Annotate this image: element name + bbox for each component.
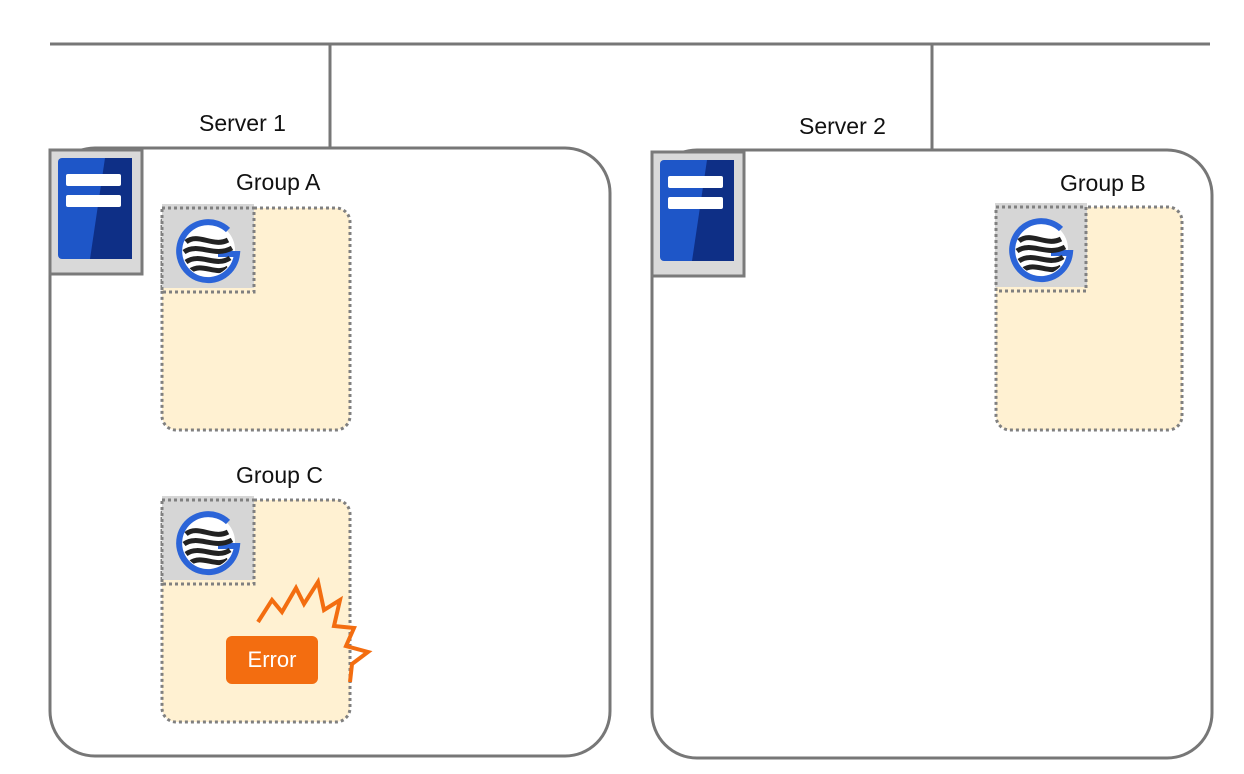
group-b-cluster-resource-icon [995, 203, 1087, 287]
group-a-label: Group A [236, 169, 321, 195]
server-2-label: Server 2 [799, 113, 886, 139]
server-1-label: Server 1 [199, 110, 286, 136]
group-b-label: Group B [1060, 170, 1146, 196]
network-lines [50, 42, 1210, 150]
group-c-label: Group C [236, 462, 323, 488]
error-burst-icon [256, 576, 373, 683]
group-c-cluster-resource-icon [162, 496, 254, 580]
error-status-badge: Error [226, 636, 318, 684]
server-2-server-icon [650, 150, 746, 278]
group-a-cluster-resource-icon [162, 204, 254, 288]
server-1-server-icon [48, 148, 144, 276]
